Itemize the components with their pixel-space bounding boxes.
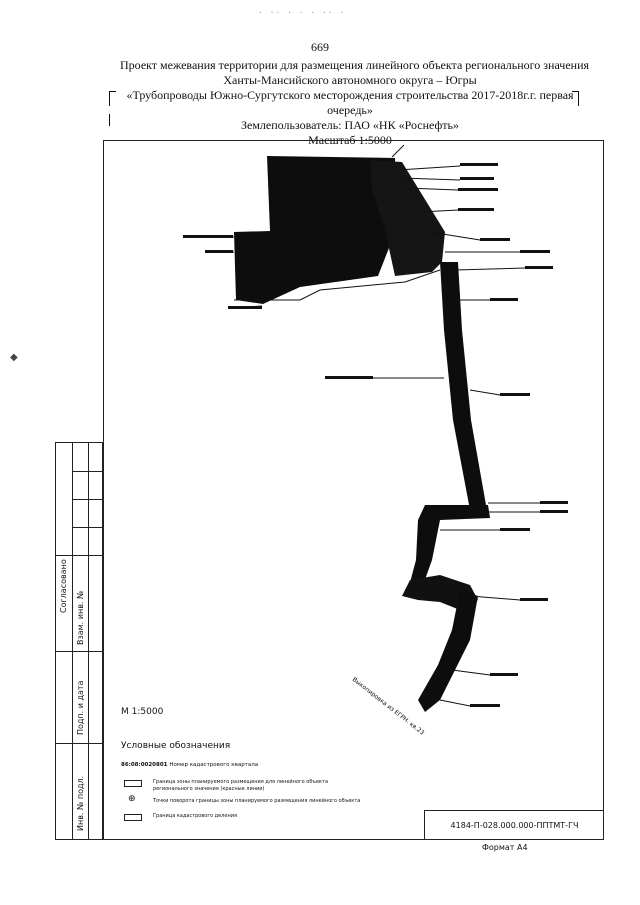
parcel-corridor <box>370 160 445 276</box>
title-line-5: Землепользователь: ПАО «НК «Роснефть» <box>241 118 459 132</box>
bracket-left <box>109 91 116 106</box>
legend-item2: Точки поворота границы зоны планируемого… <box>153 798 361 804</box>
pipeline-strip-lower <box>418 590 478 712</box>
bracket-right <box>572 91 579 106</box>
route-label: Выкопировка из ЕГРН. кв.23 <box>351 676 426 737</box>
sidebar-row <box>56 743 102 744</box>
drawing-frame <box>103 140 604 840</box>
legend-item1-line2: регионального значения (красные линии) <box>153 786 265 792</box>
bracket-left-tick <box>109 114 110 126</box>
sidebar-row <box>56 555 102 556</box>
approval-sidebar: Согласовано Взам. инв. № Подп. и дата Ин… <box>55 442 103 840</box>
sidebar-row <box>72 471 102 472</box>
title-line-3: «Трубопроводы Южно-Сургутского месторожд… <box>126 88 574 102</box>
sidebar-divider <box>72 443 73 839</box>
title-line-1: Проект межевания территории для размещен… <box>120 58 590 72</box>
title-line-4: очередь» <box>327 103 373 117</box>
sidebar-divider <box>88 443 89 839</box>
title-stamp: 4184-П-028.000.000-ППТМТ-ГЧ <box>424 810 604 840</box>
page-number: 669 <box>311 40 329 54</box>
scan-mark-icon: ◆ <box>10 352 18 363</box>
legend-cadastral-code: 86:08:0020801 Номер кадастрового квартал… <box>121 762 258 768</box>
turn-point-icon: ⊕ <box>128 794 136 804</box>
sidebar-row <box>72 499 102 500</box>
scale-label: М 1:5000 <box>121 707 164 717</box>
sidebar-row <box>72 527 102 528</box>
cadastral-code-desc: Номер кадастрового квартала <box>169 762 259 768</box>
north-arrow <box>391 144 405 158</box>
title-line-2: Ханты-Мансийского автономного округа – Ю… <box>223 73 477 87</box>
document-title: Проект межевания территории для размещен… <box>120 58 590 148</box>
scan-artifact: · ·· · · · ·· · <box>258 8 346 17</box>
land-parcel-block <box>234 156 396 304</box>
format-label: Формат А4 <box>482 843 528 852</box>
legend-item1-line1: Граница зоны планируемого размещения для… <box>153 779 329 785</box>
pipeline-strip-upper <box>440 262 486 510</box>
cadastral-code: 86:08:0020801 <box>121 762 168 768</box>
legend-zone-border-swatch <box>124 780 142 787</box>
stamp-code: 4184-П-028.000.000-ППТМТ-ГЧ <box>450 821 579 830</box>
sidebar-row <box>56 651 102 652</box>
pipeline-strip-middle <box>408 505 490 590</box>
legend-title: Условные обозначения <box>121 741 231 751</box>
legend-cadastral-border-swatch <box>124 814 142 821</box>
parcel-border <box>234 269 441 301</box>
legend-item3: Граница кадастрового деления <box>153 813 237 819</box>
point-labels <box>183 163 568 707</box>
